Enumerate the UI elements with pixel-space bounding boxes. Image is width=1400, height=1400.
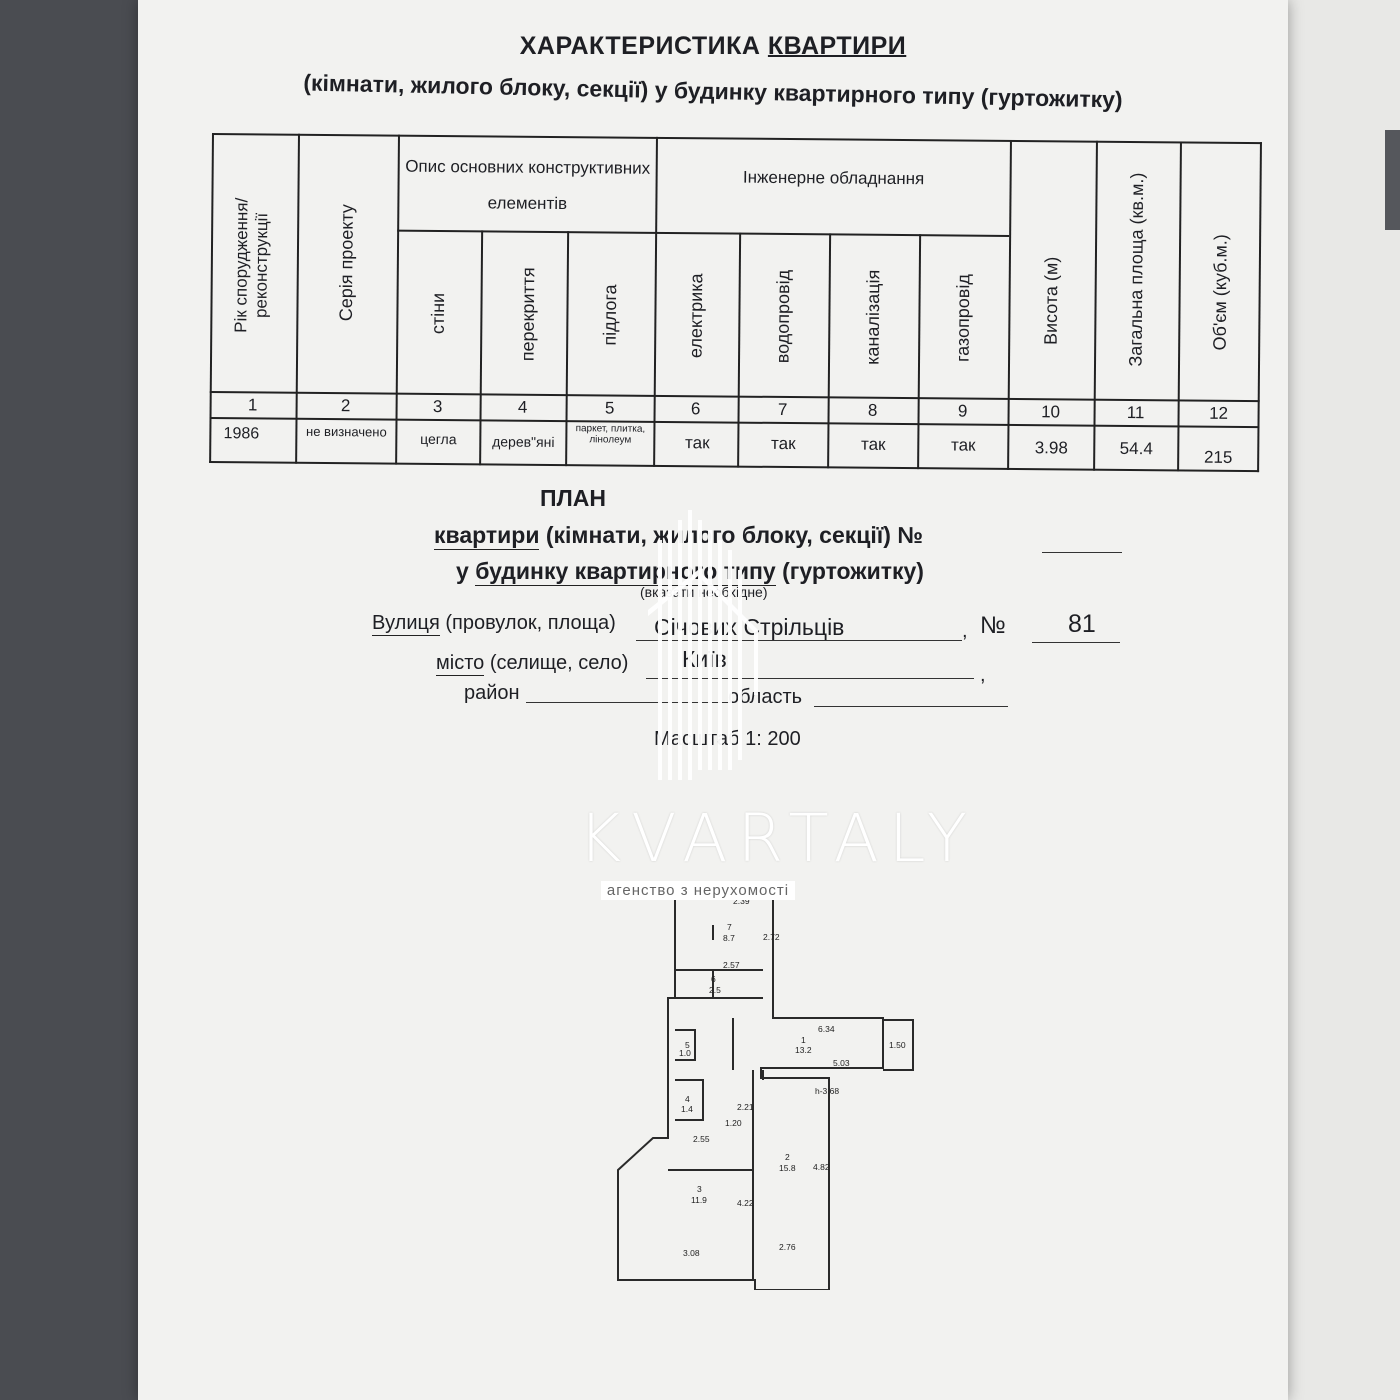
col-header-year: Рік спорудження/ реконструкції — [231, 197, 272, 333]
number-label: № — [980, 612, 1006, 639]
cell-gas: так — [950, 435, 976, 455]
apartment-number-blank — [1042, 552, 1122, 553]
dim-label: 1.20 — [725, 1118, 742, 1128]
number-value: 81 — [1068, 610, 1096, 638]
dim-label: 2.39 — [733, 896, 750, 906]
room-label: 5 — [685, 1040, 690, 1050]
number-blank — [1032, 642, 1120, 643]
room-area: 13.2 — [795, 1045, 812, 1055]
cell-height: 3.98 — [1034, 438, 1068, 458]
plan-title: ПЛАН — [540, 485, 606, 511]
col-header-series: Серія проекту — [335, 204, 357, 322]
dim-label: 6.34 — [818, 1024, 835, 1034]
col-num: 8 — [867, 400, 878, 420]
col-header-walls: стіни — [427, 292, 449, 335]
col-num: 11 — [1126, 402, 1145, 423]
cell-area: 54.4 — [1119, 438, 1153, 459]
cell-ceilings: дерев"яні — [492, 433, 555, 451]
dim-label: 2.72 — [763, 932, 780, 942]
room-area: 1.0 — [679, 1048, 691, 1058]
plan-line-1: квартири (кімнати, жилого блоку, секції)… — [434, 522, 923, 550]
cell-electric: так — [684, 433, 710, 453]
col-header-ceilings: перекриття — [517, 267, 539, 362]
dim-label: 2.57 — [723, 960, 740, 970]
background-left — [0, 0, 140, 1400]
col-num: 4 — [517, 397, 528, 417]
cell-sewer: так — [860, 434, 886, 454]
room-area: 15.8 — [779, 1163, 796, 1173]
region-blank — [814, 706, 1008, 707]
city-blank — [646, 678, 974, 679]
cell-year: 1986 — [223, 425, 260, 443]
col-header-floor: підлога — [599, 284, 621, 346]
room-label: 3 — [697, 1184, 702, 1194]
characteristics-table: Опис основних конструктивних елементів І… — [209, 133, 1262, 473]
doc-subtitle: (кімнати, жилого блоку, секції) у будинк… — [303, 69, 1123, 113]
col-header-gas: газопровід — [952, 274, 974, 363]
street-line: Вулиця (провулок, площа) — [372, 612, 616, 636]
cell-walls: цегла — [420, 430, 457, 448]
room-area: 8.7 — [723, 933, 735, 943]
region-label: область — [728, 686, 803, 708]
col-header-area: Загальна площа (кв.м.) — [1125, 172, 1148, 367]
room-label: 1 — [801, 1035, 806, 1045]
district-label: район — [464, 682, 520, 704]
col-num: 1 — [247, 395, 258, 415]
col-num: 6 — [690, 399, 701, 419]
col-num: 12 — [1209, 403, 1229, 423]
col-header-electric: електрика — [685, 273, 707, 359]
dim-label: 1.50 — [889, 1040, 906, 1050]
col-num: 10 — [1041, 402, 1061, 422]
cell-floor: паркет, плитка, лінолеум — [575, 423, 646, 446]
col-header-sewer: каналізація — [862, 269, 884, 365]
col-header-water: водопровід — [772, 269, 794, 364]
col-num: 9 — [957, 401, 968, 421]
col-header-volume: Об'єм (куб.м.) — [1209, 234, 1231, 351]
col-num: 2 — [340, 396, 351, 416]
room-label: 4 — [685, 1094, 690, 1104]
dim-label: 2.21 — [737, 1102, 754, 1112]
dim-label: 2.55 — [693, 1134, 710, 1144]
col-num: 5 — [604, 398, 615, 418]
group-header-construction: Опис основних конструктивних елементів — [405, 156, 651, 214]
col-header-height: Висота (м) — [1040, 256, 1062, 346]
doc-title: ХАРАКТЕРИСТИКА КВАРТИРИ — [519, 32, 907, 60]
room-label: 2 — [785, 1152, 790, 1162]
dim-label: 4.82 — [813, 1162, 830, 1172]
city-line: місто (селище, село) — [436, 652, 629, 676]
cell-water: так — [770, 433, 796, 454]
room-area: 2.5 — [709, 985, 721, 995]
dim-label: 5.03 — [833, 1058, 850, 1068]
dark-edge — [1385, 130, 1400, 230]
room-area: 1.4 — [681, 1104, 693, 1114]
room-label: 7 — [727, 922, 732, 932]
watermark-subtitle: агенство з нерухомості — [600, 881, 796, 900]
plan-line-2: у будинку квартирного типу (гуртожитку) — [456, 558, 924, 586]
street-blank — [636, 640, 962, 641]
document-page: ХАРАКТЕРИСТИКА КВАРТИРИ (кімнати, жилого… — [138, 0, 1288, 1400]
dim-label: 2.76 — [779, 1242, 796, 1252]
group-header-engineering: Інженерне обладнання — [742, 167, 925, 189]
district-blank — [526, 702, 732, 703]
floor-plan-drawing: 2.39 7 8.7 2.72 2.57 6 2.5 6.34 5 1.0 1 … — [617, 891, 914, 1290]
dim-label: 3.08 — [683, 1248, 700, 1258]
room-label: 6 — [711, 974, 716, 984]
col-num: 3 — [432, 396, 443, 417]
watermark-brand: KVARTALY — [578, 800, 978, 877]
cell-series: не визначено — [305, 423, 387, 440]
cell-volume: 215 — [1203, 447, 1233, 467]
dim-label: 4.22 — [737, 1198, 754, 1208]
comma: , — [980, 664, 986, 686]
comma: , — [962, 620, 968, 642]
dim-label: h-3.68 — [815, 1086, 839, 1096]
col-num: 7 — [777, 399, 788, 420]
room-area: 11.9 — [691, 1195, 707, 1205]
watermark-logo-icon — [648, 510, 758, 780]
watermark: KVARTALY агенство з нерухомості — [578, 510, 978, 900]
